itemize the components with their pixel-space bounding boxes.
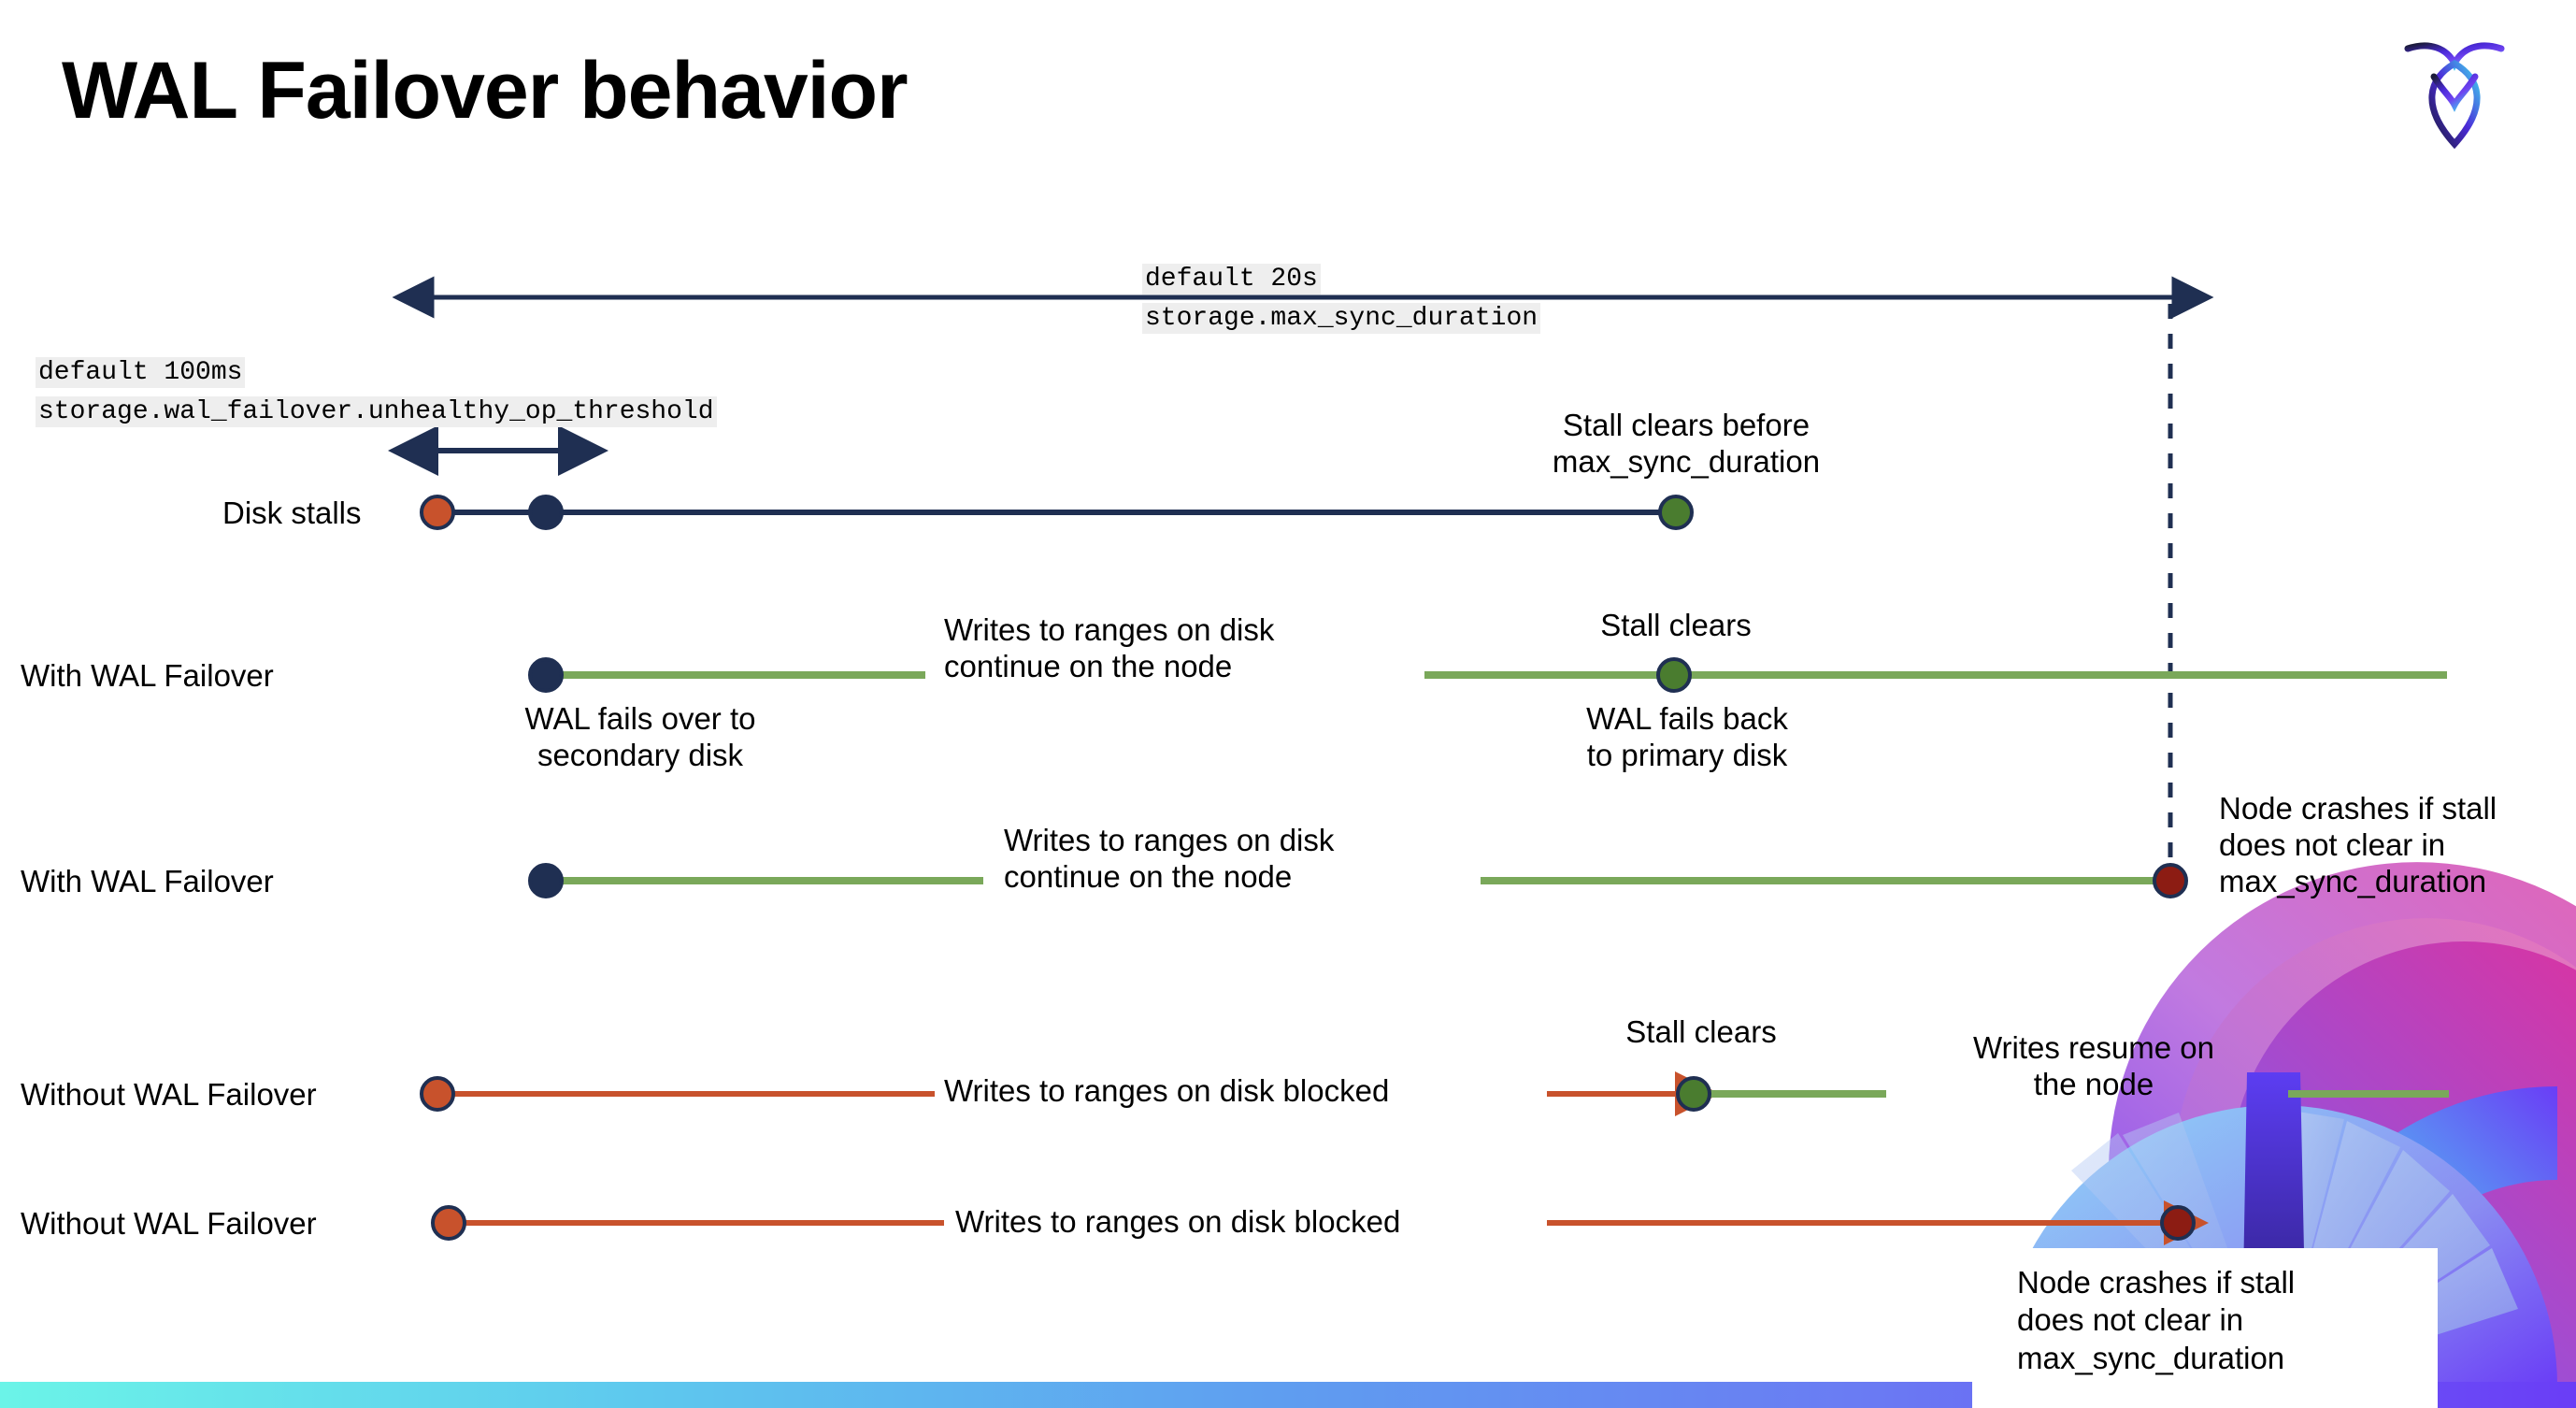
without-failover-2-start-marker [431, 1205, 466, 1241]
annotation-writes-blocked-1: Writes to ranges on disk blocked [944, 1073, 1390, 1108]
annotation-wal-fails-over: WAL fails over to secondary disk [524, 701, 756, 772]
max-sync-duration-setting: default 20s storage.max_sync_duration [1142, 260, 1541, 338]
node-crash-callout-box [1972, 1248, 2438, 1408]
annotation-wal-fails-back: WAL fails back to primary disk [1586, 701, 1788, 772]
unhealthy-op-threshold-setting: default 100ms storage.wal_failover.unhea… [36, 353, 717, 432]
row-label-without-wal-failover-1: Without WAL Failover [21, 1077, 317, 1112]
with-failover-2-crash-marker [2153, 863, 2188, 898]
row-label-with-wal-failover-2: With WAL Failover [21, 864, 274, 898]
annotation-writes-continue-1: Writes to ranges on disk continue on the… [944, 612, 1275, 683]
row-label-with-wal-failover-1: With WAL Failover [21, 658, 274, 693]
row-label-disk-stalls: Disk stalls [222, 496, 362, 530]
without-failover-1-start-marker [420, 1076, 455, 1112]
disk-stalls-failover-marker [528, 495, 564, 530]
annotation-node-crashes-2: Node crashes if stall does not clear in … [2017, 1265, 2296, 1375]
row-label-without-wal-failover-2: Without WAL Failover [21, 1206, 317, 1241]
page-title: WAL Failover behavior [62, 46, 909, 136]
with-failover-1-clear-marker [1656, 657, 1692, 693]
annotation-writes-blocked-2: Writes to ranges on disk blocked [955, 1204, 1401, 1239]
max-sync-duration-default: default 20s [1142, 264, 1321, 295]
annotation-stall-clears-2: Stall clears [1625, 1014, 1777, 1049]
cockroachdb-logo-icon [2404, 42, 2505, 150]
annotation-node-crashes-1: Node crashes if stall does not clear in … [2219, 791, 2497, 898]
annotation-stall-clears-before-max-sync: Stall clears before max_sync_duration [1552, 408, 1821, 479]
with-failover-1-start-marker [528, 657, 564, 693]
disk-stalls-start-marker [420, 495, 455, 530]
without-failover-1-clear-marker [1676, 1076, 1711, 1112]
with-failover-2-start-marker [528, 863, 564, 898]
annotation-writes-continue-2: Writes to ranges on disk continue on the… [1004, 823, 1335, 894]
unhealthy-op-threshold-default: default 100ms [36, 357, 246, 388]
disk-stalls-clear-marker [1658, 495, 1694, 530]
unhealthy-op-threshold-name: storage.wal_failover.unhealthy_op_thresh… [36, 396, 717, 427]
annotation-writes-resume: Writes resume on the node [1973, 1030, 2214, 1101]
without-failover-2-crash-marker [2160, 1205, 2196, 1241]
annotation-stall-clears-1: Stall clears [1600, 608, 1752, 642]
max-sync-duration-name: storage.max_sync_duration [1142, 303, 1541, 334]
